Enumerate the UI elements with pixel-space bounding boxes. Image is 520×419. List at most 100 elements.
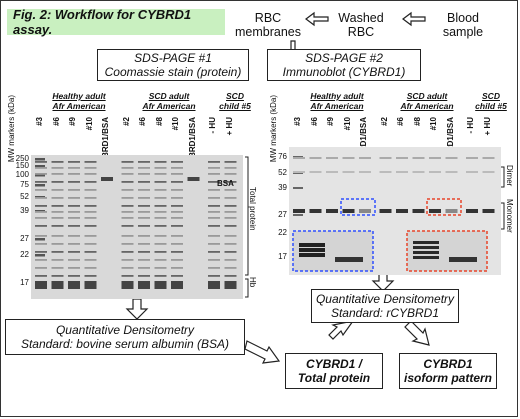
left-protein-band <box>171 181 183 183</box>
right-dimer-band <box>293 171 305 173</box>
left-protein-band <box>138 235 150 237</box>
right-dimer-band <box>379 157 392 159</box>
right-dimer-band <box>359 157 371 159</box>
result-cybrd1-total-protein-box: CYBRD1 / Total protein <box>285 353 383 389</box>
left-bsa-label: BSA <box>217 179 234 188</box>
right-red-inset-standard <box>449 257 477 262</box>
left-protein-band <box>208 167 220 169</box>
left-mw-label: 17 <box>20 278 29 287</box>
left-protein-band <box>84 259 97 261</box>
right-gel-image <box>289 147 501 275</box>
left-hb-band <box>208 281 220 289</box>
left-protein-band <box>154 161 167 163</box>
left-protein-band <box>84 225 97 227</box>
left-protein-band <box>154 251 167 253</box>
left-protein-band <box>154 205 167 207</box>
right-blue-inset-band <box>299 253 325 257</box>
left-hb-band <box>35 281 47 289</box>
left-protein-band <box>35 275 47 277</box>
left-protein-band <box>51 275 64 277</box>
right-red-inset-band <box>413 241 439 244</box>
left-protein-band <box>51 167 64 169</box>
left-lane-label: + HU <box>224 117 234 136</box>
figure-title: Fig. 2: Workflow for CYBRD1 assay. <box>13 7 192 37</box>
left-protein-band <box>121 167 134 169</box>
right-monomer-band <box>412 209 425 213</box>
left-protein-band <box>138 161 150 163</box>
left-side-total-protein: Total protein <box>248 187 257 231</box>
left-lane-label: - HU <box>208 117 217 134</box>
left-protein-band <box>84 181 97 183</box>
left-protein-band <box>35 243 47 245</box>
sds2-line2: Immunoblot (CYBRD1) <box>282 65 406 79</box>
left-protein-band <box>138 197 150 199</box>
right-dimer-band <box>482 157 495 159</box>
left-protein-band <box>208 197 220 199</box>
arrow-dens-right-to-result1 <box>328 320 355 340</box>
left-protein-band <box>138 251 150 253</box>
left-protein-band <box>121 189 134 191</box>
left-protein-band <box>171 161 183 163</box>
left-protein-band <box>224 205 237 207</box>
right-monomer-band <box>466 209 478 213</box>
left-protein-band <box>68 243 80 245</box>
left-protein-band <box>121 267 134 269</box>
left-protein-band <box>208 251 220 253</box>
result2-line1: CYBRD1 <box>423 357 473 371</box>
left-protein-band <box>51 243 64 245</box>
left-protein-band <box>224 259 237 261</box>
left-protein-band <box>224 167 237 169</box>
right-lane-label: - HU <box>466 117 475 134</box>
left-protein-band <box>51 225 64 227</box>
left-protein-band <box>171 211 183 213</box>
left-protein-band <box>138 181 150 183</box>
right-mw-label: 17 <box>278 252 287 261</box>
left-marker-band <box>35 238 45 241</box>
left-protein-band <box>224 251 237 253</box>
result-isoform-pattern-box: CYBRD1 isoform pattern <box>399 353 497 389</box>
left-protein-band <box>224 161 237 163</box>
left-protein-band <box>51 251 64 253</box>
left-protein-band <box>121 161 134 163</box>
right-dimer-band <box>293 157 305 159</box>
left-protein-band <box>138 189 150 191</box>
left-protein-band <box>171 173 183 175</box>
left-protein-band <box>138 259 150 261</box>
left-protein-band <box>154 167 167 169</box>
left-marker-band <box>35 174 45 177</box>
left-protein-band <box>208 161 220 163</box>
left-protein-band <box>121 211 134 213</box>
left-protein-band <box>35 267 47 269</box>
left-protein-band <box>68 217 80 219</box>
right-mw-label: 39 <box>278 183 287 192</box>
left-mw-label: 22 <box>20 250 29 259</box>
right-side-monomer: Monomer <box>505 199 514 233</box>
left-protein-band <box>68 181 80 183</box>
densitometry-right-box: Quantitative Densitometry Standard: rCYB… <box>311 289 459 323</box>
right-dimer-band <box>342 171 355 173</box>
left-lane-label: #3 <box>35 117 44 126</box>
left-protein-band <box>35 167 47 169</box>
left-side-brackets <box>245 156 249 298</box>
left-mw-axis-label: MW markers (kDa) <box>7 95 16 163</box>
left-hb-band <box>224 281 237 289</box>
left-protein-band <box>154 211 167 213</box>
right-lane-label: #2 <box>379 117 389 126</box>
sds1-line1: SDS-PAGE #1 <box>134 51 212 65</box>
left-marker-band <box>35 184 45 187</box>
right-lane-label: #10 <box>429 117 438 131</box>
dens-right-line1: Quantitative Densitometry <box>315 292 455 306</box>
right-monomer-band <box>293 209 305 213</box>
right-monomer-band <box>482 209 495 213</box>
left-protein-band <box>51 181 64 183</box>
left-protein-band <box>171 259 183 261</box>
left-protein-band <box>68 197 80 199</box>
left-protein-band <box>121 243 134 245</box>
right-dimer-band <box>466 157 478 159</box>
left-protein-band <box>84 251 97 253</box>
